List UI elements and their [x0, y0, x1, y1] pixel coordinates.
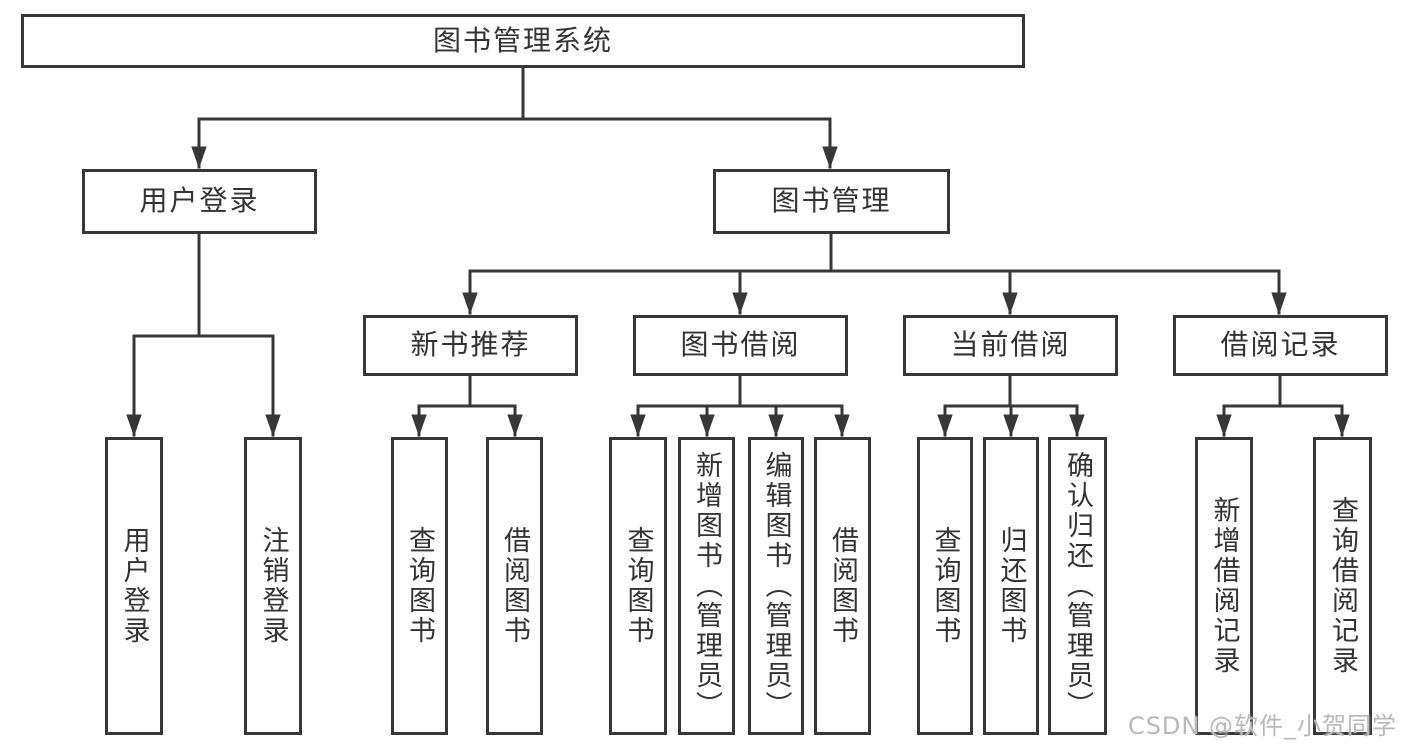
- node-add-book-admin: 新增图书（管理员）: [678, 437, 735, 735]
- node-borrow-books-recommend: 借阅图书: [486, 437, 543, 735]
- node-query-books-recommend: 查询图书: [391, 437, 448, 735]
- node-query-books-current: 查询图书: [917, 437, 973, 735]
- node-confirm-return-admin: 确认归还（管理员）: [1048, 437, 1107, 735]
- node-root: 图书管理系统: [21, 14, 1025, 68]
- node-borrow-records: 借阅记录: [1173, 315, 1388, 376]
- node-book-borrow: 图书借阅: [633, 315, 848, 376]
- node-query-books-borrow: 查询图书: [609, 437, 667, 735]
- node-book-management: 图书管理: [713, 169, 950, 234]
- node-logout: 注销登录: [244, 437, 302, 735]
- node-user-login: 用户登录: [82, 169, 317, 234]
- node-current-borrow: 当前借阅: [903, 315, 1118, 376]
- node-borrow-books: 借阅图书: [814, 437, 871, 735]
- node-new-book-recommend: 新书推荐: [363, 315, 578, 376]
- node-login: 用户登录: [105, 437, 163, 735]
- node-return-book: 归还图书: [983, 437, 1039, 735]
- node-query-borrow-record: 查询借阅记录: [1313, 437, 1372, 735]
- node-add-borrow-record: 新增借阅记录: [1195, 437, 1253, 735]
- node-edit-book-admin: 编辑图书（管理员）: [748, 437, 804, 735]
